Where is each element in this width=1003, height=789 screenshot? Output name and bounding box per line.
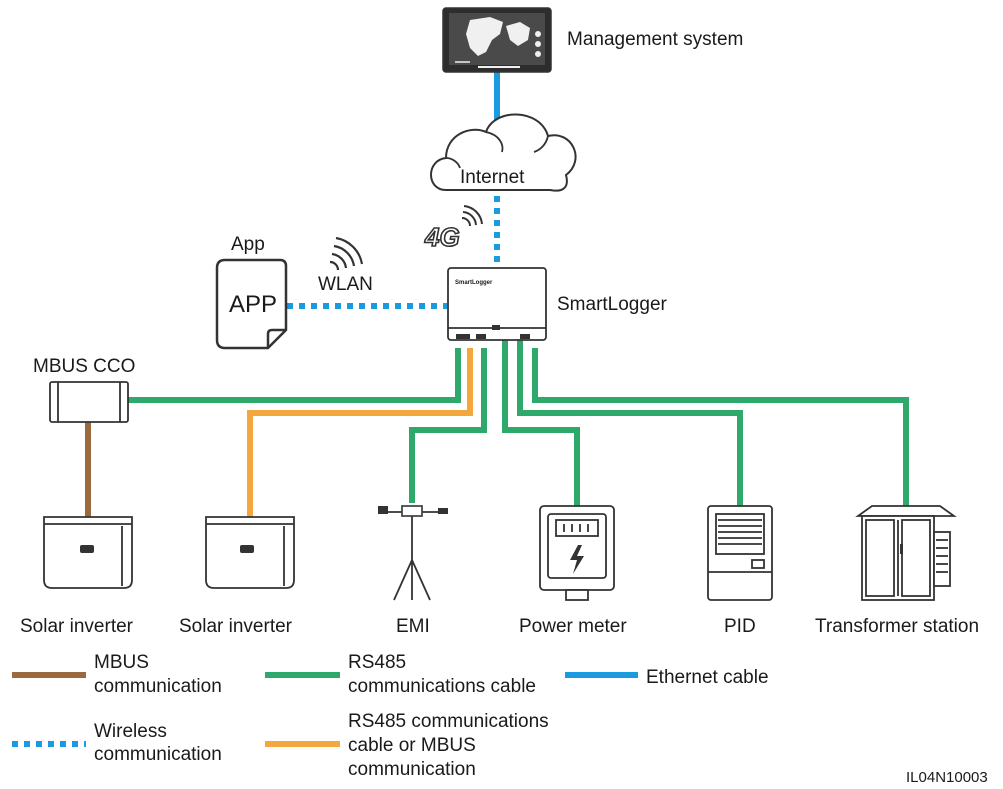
legend-wireless-line1: Wireless bbox=[94, 721, 167, 742]
cloud-icon bbox=[430, 113, 577, 192]
solar-inverter-1-label: Solar inverter bbox=[20, 616, 134, 637]
power-meter-label: Power meter bbox=[519, 616, 627, 637]
mbus-cco-device bbox=[49, 381, 129, 423]
legend-rs485-line2: communications cable bbox=[348, 676, 536, 697]
app-icon: APP bbox=[215, 258, 288, 350]
pid-device bbox=[707, 505, 773, 601]
legend-mbus-line2: communication bbox=[94, 676, 222, 697]
app-title-label: App bbox=[231, 234, 265, 255]
legend-rs485-mbus-line1: RS485 communications bbox=[348, 711, 549, 732]
legend-wireless-line2: communication bbox=[94, 744, 222, 765]
solar-inverter-2-device bbox=[205, 516, 295, 589]
management-system-label: Management system bbox=[567, 29, 743, 50]
figure-id: IL04N10003 bbox=[906, 769, 988, 786]
solar-inverter-2-label: Solar inverter bbox=[179, 616, 293, 637]
rs485-link-power-meter bbox=[502, 338, 580, 506]
app-icon-text: APP bbox=[229, 291, 277, 318]
wlan-label: WLAN bbox=[318, 274, 373, 295]
emi-weather-station-icon bbox=[378, 505, 448, 601]
cellular-label: 4G bbox=[424, 222, 460, 252]
smartlogger-label: SmartLogger bbox=[557, 294, 668, 315]
pid-label: PID bbox=[724, 616, 756, 637]
rs485-link-pid bbox=[517, 338, 743, 506]
legend-rs485-mbus-line3: communication bbox=[348, 759, 476, 780]
internet-label: Internet bbox=[460, 167, 525, 188]
legend-rs485-mbus-line2: cable or MBUS bbox=[348, 735, 476, 756]
smartlogger-device: SmartLogger bbox=[447, 267, 547, 341]
rs485-mbus-link-inverter-2 bbox=[247, 348, 473, 517]
rs485-link-emi bbox=[409, 348, 487, 503]
transformer-station-device bbox=[855, 505, 957, 601]
emi-label: EMI bbox=[396, 616, 430, 637]
management-system-device bbox=[442, 7, 552, 73]
solar-inverter-1-device bbox=[43, 516, 133, 589]
signal-4g-icon: 4G bbox=[423, 205, 483, 253]
legend-rs485-line1: RS485 bbox=[348, 652, 406, 673]
connections bbox=[85, 70, 909, 517]
rs485-link-mbus-cco bbox=[128, 348, 461, 403]
legend-mbus-line1: MBUS bbox=[94, 652, 149, 673]
smartlogger-brand: SmartLogger bbox=[455, 280, 493, 286]
rs485-link-transformer bbox=[532, 348, 909, 506]
legend: MBUS communication RS485 communications … bbox=[12, 652, 769, 780]
legend-ethernet: Ethernet cable bbox=[646, 667, 769, 688]
wifi-icon bbox=[329, 236, 364, 271]
transformer-station-label: Transformer station bbox=[815, 616, 979, 637]
power-meter-device bbox=[539, 505, 615, 601]
mbus-cco-label: MBUS CCO bbox=[33, 356, 135, 377]
